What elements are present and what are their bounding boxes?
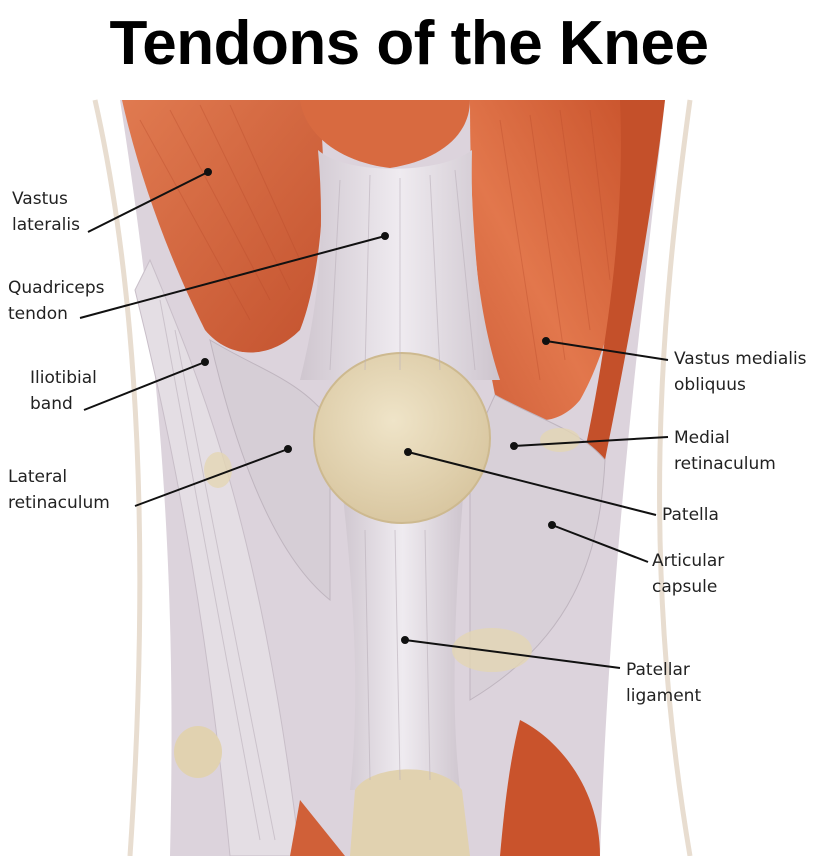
label-line: Quadriceps (8, 278, 105, 298)
label-line: obliquus (674, 375, 746, 395)
dot-vastus-medialis (542, 337, 550, 345)
label-line: lateralis (12, 215, 80, 235)
label-line: retinaculum (8, 493, 110, 513)
page-title: Tendons of the Knee (109, 9, 709, 78)
label-line: Medial (674, 428, 730, 448)
skin-outline-right (657, 99, 693, 856)
iliotibial-band (134, 258, 301, 856)
skin-outline-left (92, 99, 143, 856)
dot-quadriceps-tendon (381, 232, 389, 240)
label-line: Vastus medialis (674, 349, 807, 369)
leader-articular-capsule (551, 524, 649, 563)
label-line: band (30, 394, 73, 414)
label-line: ligament (626, 686, 702, 706)
dot-patella (404, 448, 412, 456)
sartorius-muscle (585, 100, 665, 460)
lateral-retinaculum-shape (209, 338, 331, 602)
dot-lateral-retinaculum (284, 445, 292, 453)
dot-iliotibial-band (201, 358, 209, 366)
medial-condyle (452, 628, 532, 672)
fibular-head (174, 726, 222, 778)
label-lateral-retinaculum: Lateral retinaculum (8, 464, 110, 516)
lateral-condyle (204, 452, 232, 488)
label-quadriceps-tendon: Quadriceps tendon (8, 275, 105, 327)
leader-lines (79, 168, 669, 669)
leader-lateral-retinaculum (134, 448, 289, 507)
label-line: Patellar (626, 660, 690, 680)
label-line: Lateral (8, 467, 68, 487)
patellar-ligament-shape (340, 470, 465, 790)
leader-vastus-medialis (545, 340, 669, 361)
vastus-lateralis-muscle (122, 100, 324, 353)
leader-vastus-lateralis (87, 171, 209, 233)
label-patellar-ligament: Patellar ligament (626, 657, 701, 709)
label-line: Vastus (12, 189, 68, 209)
lower-lateral-muscle (290, 800, 345, 856)
leader-medial-retinaculum (513, 436, 669, 447)
dot-articular-capsule (548, 521, 556, 529)
label-vastus-lateralis: Vastus lateralis (12, 186, 80, 238)
label-iliotibial-band: Iliotibial band (30, 365, 97, 417)
leader-quadriceps-tendon (79, 235, 386, 319)
leader-patellar-ligament (404, 639, 621, 669)
label-articular-capsule: Articular capsule (652, 548, 724, 600)
label-patella: Patella (662, 502, 719, 528)
patella-bone (313, 352, 491, 524)
label-line: Iliotibial (30, 368, 97, 388)
medial-retinaculum-shape (469, 394, 606, 701)
lower-medial-muscle (500, 720, 600, 856)
dot-vastus-lateralis (204, 168, 212, 176)
label-line: retinaculum (674, 454, 776, 474)
dot-medial-retinaculum (510, 442, 518, 450)
label-line: Articular (652, 551, 725, 571)
label-line: Patella (662, 505, 719, 525)
vastus-medialis-muscle (470, 100, 640, 421)
label-line: capsule (652, 577, 718, 597)
label-line: tendon (8, 304, 68, 324)
label-vastus-medialis-obliquus: Vastus medialis obliquus (674, 346, 807, 398)
dot-patellar-ligament (401, 636, 409, 644)
leader-iliotibial-band (83, 361, 206, 411)
rectus-femoris-muscle (300, 100, 470, 168)
tibial-tuberosity (350, 769, 470, 856)
tendon-fibres (159, 169, 476, 841)
leader-patella (407, 451, 657, 516)
medial-condyle-upper (540, 428, 580, 452)
muscle-striations (139, 104, 611, 381)
label-medial-retinaculum: Medial retinaculum (674, 425, 776, 477)
